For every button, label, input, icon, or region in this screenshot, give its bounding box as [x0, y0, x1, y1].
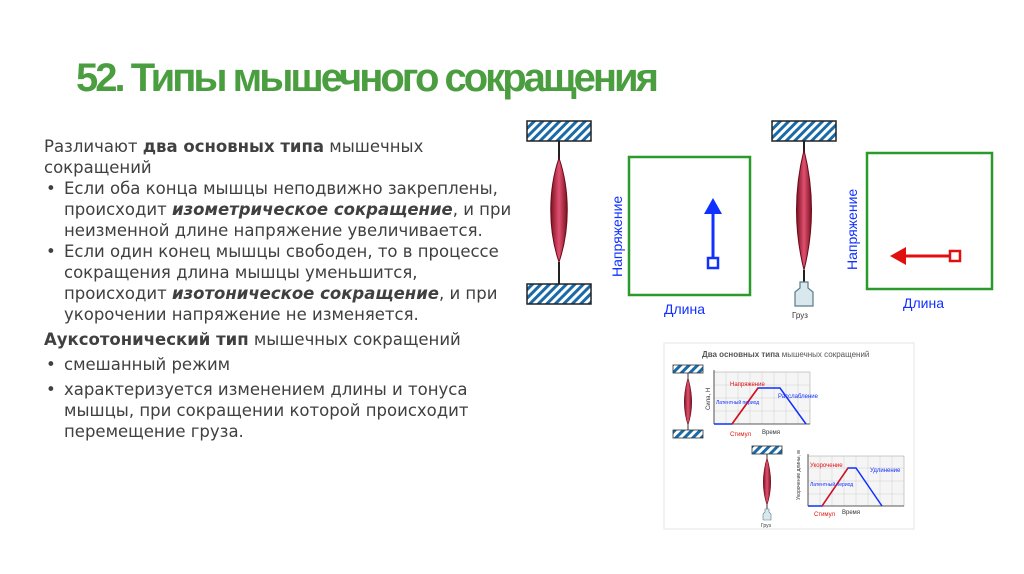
list-item: Если оба конца мышцы неподвижно закрепле… [44, 178, 524, 241]
x-axis-label: Длина [903, 295, 944, 311]
auxotonic-heading: Ауксотонический тип мышечных сокращений [44, 330, 461, 349]
svg-text:Укорочение: Укорочение [810, 463, 843, 469]
top-anchor [526, 120, 592, 142]
svg-text:Удлинение: Удлинение [870, 468, 901, 474]
svg-text:Латентный период: Латентный период [716, 399, 759, 406]
isotonic-graph: Напряжение Длина [844, 151, 994, 311]
svg-text:Укорочение длины, м: Укорочение длины, м [796, 450, 802, 500]
svg-text:Напряжение: Напряжение [730, 382, 765, 388]
svg-text:Латентный период: Латентный период [810, 481, 853, 488]
top-anchor [771, 120, 837, 142]
svg-text:Время: Время [762, 430, 780, 436]
mini-grid-top: Сила, Н Напряжение Латентный период Расс… [706, 370, 819, 438]
svg-text:Стимул: Стимул [730, 432, 751, 438]
page-title: 52. Типы мышечного сокращения [76, 56, 659, 100]
graph-frame [865, 151, 994, 291]
svg-text:Расслабление: Расслабление [778, 394, 819, 400]
weight-icon [794, 281, 814, 307]
y-axis-label: Напряжение [609, 196, 625, 277]
muscle [796, 149, 812, 271]
list-item: характеризуется изменением длины и тонус… [44, 379, 524, 442]
bottom-anchor [526, 283, 592, 305]
isometric-setup [526, 120, 592, 305]
list-item: смешанный режим [44, 354, 524, 375]
inset-title: Два основных типа мышечных сокращений [702, 350, 869, 359]
svg-text:Стимул: Стимул [814, 512, 835, 518]
arrow-left-icon [890, 247, 906, 265]
muscle [550, 156, 568, 264]
mini-ylabel: Сила, Н [706, 388, 712, 410]
svg-text:Груз: Груз [761, 523, 772, 529]
x-axis-label: Длина [664, 301, 705, 317]
mini-grid-bottom: Укорочение длины, м Укорочение Латентный… [796, 450, 905, 518]
weight-label: Груз [792, 311, 808, 320]
intro-paragraph: Различают два основных типа мышечных сок… [44, 137, 424, 177]
isometric-graph: Напряжение Длина [609, 155, 752, 317]
svg-text:Время: Время [842, 510, 860, 516]
text-body: Различают два основных типа мышечных сок… [44, 136, 524, 442]
list-item: Если один конец мышцы свободен, то в про… [44, 241, 524, 325]
bullet-list-2: смешанный режим характеризуется изменени… [44, 354, 524, 442]
arrow-up-icon [704, 198, 722, 214]
isotonic-setup: Груз [771, 120, 837, 320]
bullet-list-1: Если оба конца мышцы неподвижно закрепле… [44, 178, 524, 325]
graph-frame [627, 155, 752, 297]
inset-figure: Два основных типа мышечных сокращений Си… [663, 342, 915, 530]
y-axis-label: Напряжение [844, 189, 860, 270]
